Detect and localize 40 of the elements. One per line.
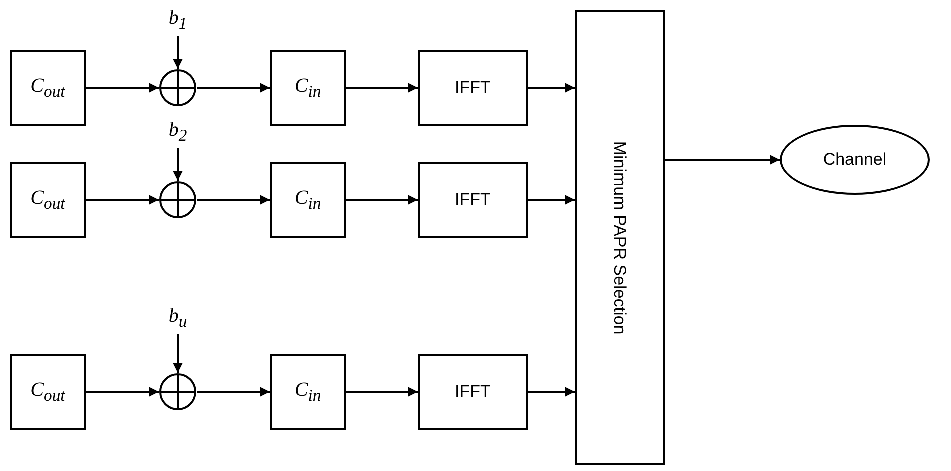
- arrow: [86, 83, 159, 93]
- process-box: [270, 50, 346, 126]
- arrow: [346, 195, 418, 205]
- node-label: Channel: [823, 150, 887, 170]
- process-box: [418, 354, 528, 430]
- process-box: [10, 50, 86, 126]
- node-label: IFFT: [455, 190, 491, 210]
- arrow: [173, 148, 183, 181]
- process-box: [270, 162, 346, 238]
- node-label: C$_{in}$: [294, 186, 322, 214]
- node-label: C$_{in}$: [294, 378, 322, 406]
- node-label: IFFT: [455, 78, 491, 98]
- process-box: [10, 162, 86, 238]
- arrow: [665, 155, 780, 165]
- arrow: [528, 387, 575, 397]
- signal-label: b$_{2}$: [168, 118, 188, 146]
- arrow: [86, 387, 159, 397]
- node-label: C$_{in}$: [294, 74, 322, 102]
- node-label: C$_{out}$: [30, 74, 66, 102]
- arrow: [346, 83, 418, 93]
- process-box: [10, 354, 86, 430]
- arrow: [528, 83, 575, 93]
- arrow: [197, 83, 270, 93]
- signal-label: b$_{u}$: [168, 304, 188, 332]
- arrow: [528, 195, 575, 205]
- arrow: [197, 195, 270, 205]
- process-box: [418, 50, 528, 126]
- arrow: [197, 387, 270, 397]
- arrow: [346, 387, 418, 397]
- process-box: [418, 162, 528, 238]
- arrow: [173, 334, 183, 373]
- process-box: [270, 354, 346, 430]
- arrow: [86, 195, 159, 205]
- process-box: [575, 10, 665, 465]
- arrow: [173, 36, 183, 69]
- node-label: C$_{out}$: [30, 378, 66, 406]
- signal-label: b$_{1}$: [168, 6, 188, 34]
- node-label: IFFT: [455, 382, 491, 402]
- node-label: Minimum PAPR Selection: [610, 140, 630, 334]
- node-label: C$_{out}$: [30, 186, 66, 214]
